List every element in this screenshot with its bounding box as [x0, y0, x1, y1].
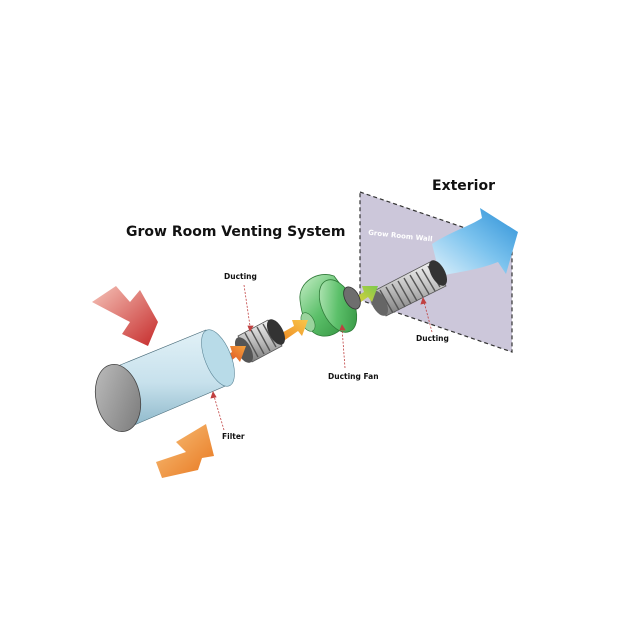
intake-arrow-bottom	[156, 424, 214, 478]
leader-lines	[210, 284, 433, 431]
ducting-fan	[299, 274, 361, 337]
diagram-title: Grow Room Venting System	[126, 224, 346, 240]
exterior-label: Exterior	[432, 178, 496, 194]
flow-arrow-duct-to-fan	[280, 320, 308, 340]
fan-label: Ducting Fan	[328, 372, 379, 381]
ducting-right-label: Ducting	[416, 334, 449, 343]
exhaust-airflow	[432, 208, 518, 276]
filter-cylinder	[94, 329, 235, 432]
ducting-left-label: Ducting	[224, 272, 257, 281]
filter-label: Filter	[222, 432, 245, 441]
intake-arrow-top	[92, 286, 158, 346]
ducting-right	[369, 260, 448, 317]
ducting-left	[234, 319, 286, 363]
